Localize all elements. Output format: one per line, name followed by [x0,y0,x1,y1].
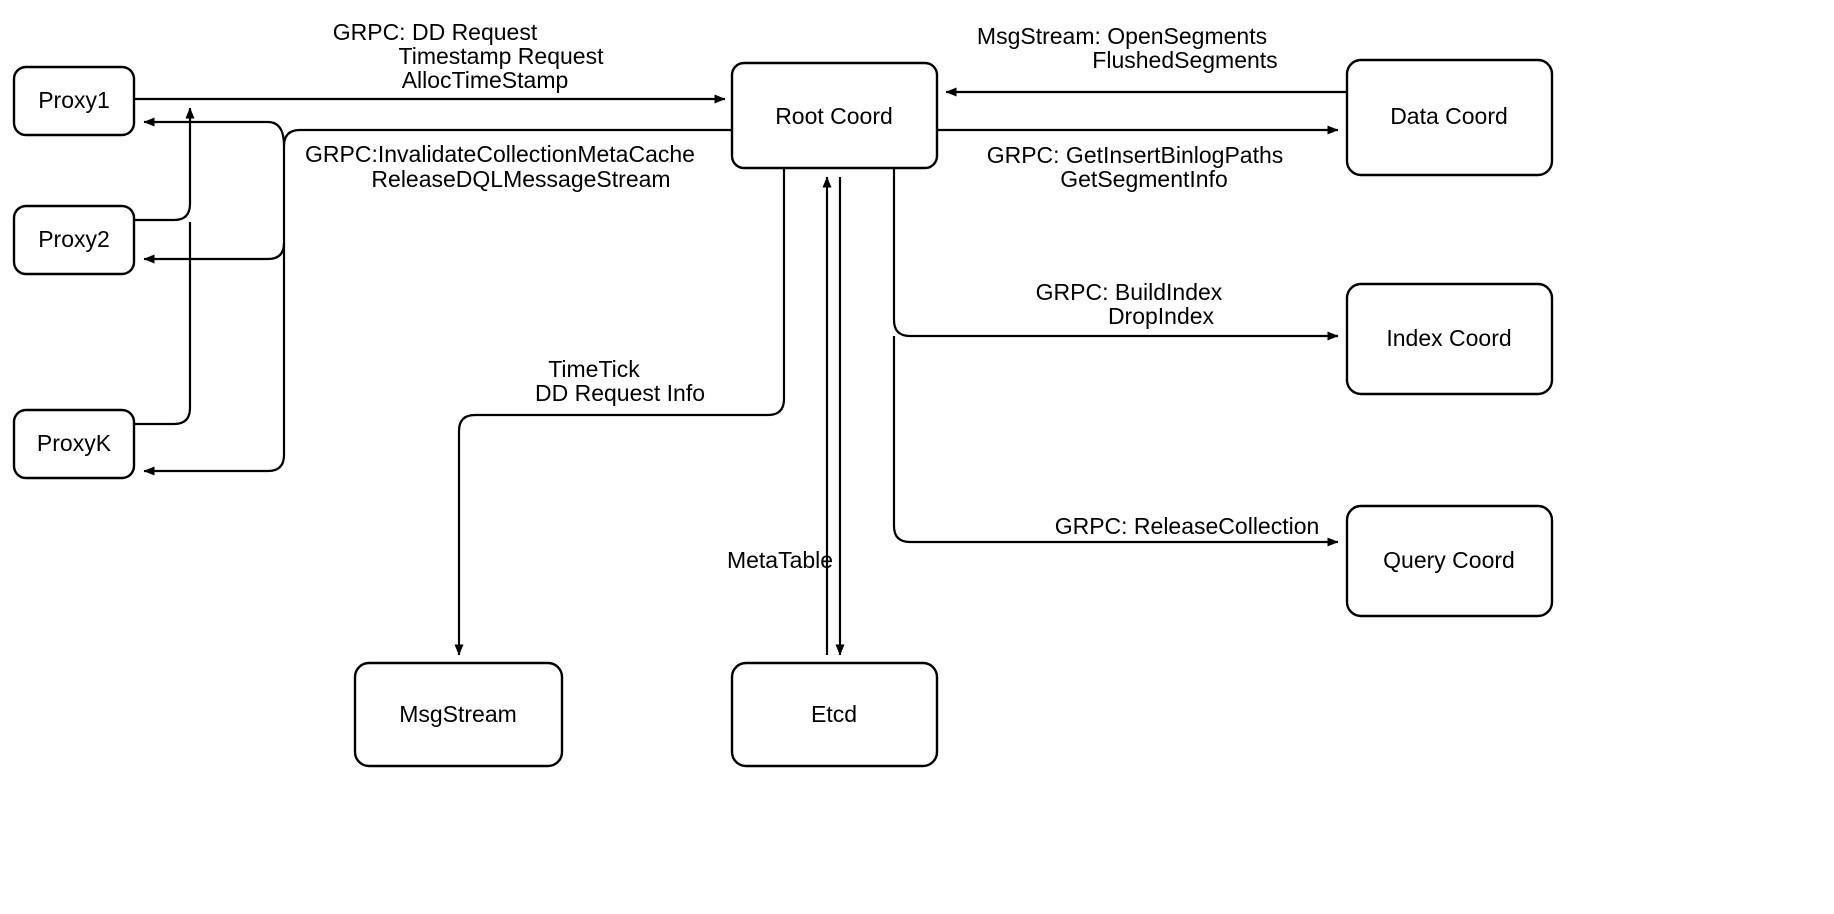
edge-label-rootcoord-etcd: MetaTable [727,547,833,573]
edge-label-line-1: TimeTick [548,356,640,382]
edge-label-rootcoord-to-msgstream: TimeTick DD Request Info [535,356,705,406]
edge-label-line-1: GRPC:InvalidateCollectionMetaCache [305,141,695,167]
edge-line-proxyk-trunk [134,222,192,426]
node-rootcoord-label: Root Coord [775,103,893,129]
edge-line-rootcoord-proxy1 [143,117,286,147]
edge-rootcoord-to-proxies [143,117,732,476]
edge-label-line-2: Timestamp Request [399,43,605,69]
node-querycoord-label: Query Coord [1383,547,1515,573]
node-proxy2-label: Proxy2 [38,226,110,252]
node-msgstream-label: MsgStream [399,701,517,727]
node-proxy2-box[interactable] [12,204,136,276]
edge-line-proxy2-trunk [134,107,195,222]
edge-label-proxies-to-rootcoord: GRPC: DD Request Timestamp Request Alloc… [333,19,604,93]
edge-proxies-to-rootcoord [134,94,726,426]
edge-label-line-2: ReleaseDQLMessageStream [371,166,670,192]
node-proxyk-box[interactable] [12,408,136,480]
node-querycoord-box[interactable] [1345,504,1554,618]
edge-label-rootcoord-to-indexcoord: GRPC: BuildIndex DropIndex [1036,279,1223,329]
node-msgstream[interactable]: MsgStream [353,661,564,768]
edge-label-line-2: DropIndex [1108,303,1215,329]
edge-label-line-2: FlushedSegments [1092,47,1277,73]
edge-line-rootcoord-indexcoord [892,168,1339,341]
edge-line-rootcoord-proxy2 [143,242,286,264]
edge-label-datacoord-to-rootcoord: MsgStream: OpenSegments FlushedSegments [977,23,1278,73]
edge-line-rootcoord-proxyk [143,128,732,476]
edge-label-line-3: AllocTimeStamp [402,67,569,93]
edge-label-line-1: GRPC: BuildIndex [1036,279,1223,305]
node-querycoord[interactable]: Query Coord [1345,504,1554,618]
node-indexcoord-box[interactable] [1345,282,1554,396]
node-proxy2[interactable]: Proxy2 [12,204,136,276]
edge-label-line-1: GRPC: GetInsertBinlogPaths [987,142,1284,168]
node-proxy1[interactable]: Proxy1 [12,65,136,137]
edge-label-rootcoord-to-querycoord: GRPC: ReleaseCollection [1055,513,1320,539]
node-datacoord-label: Data Coord [1390,103,1508,129]
node-msgstream-box[interactable] [353,661,564,768]
edge-label-line-2: DD Request Info [535,380,705,406]
node-datacoord-box[interactable] [1345,58,1554,177]
edge-rootcoord-to-msgstream [454,168,786,656]
node-proxyk-label: ProxyK [37,430,112,456]
node-rootcoord-box[interactable] [730,61,939,170]
edge-label-line-1: GRPC: DD Request [333,19,538,45]
node-proxyk[interactable]: ProxyK [12,408,136,480]
edge-rootcoord-to-querycoord [892,336,1339,547]
edge-label-rootcoord-to-datacoord: GRPC: GetInsertBinlogPaths GetSegmentInf… [987,142,1284,192]
node-indexcoord-label: Index Coord [1386,325,1511,351]
node-datacoord[interactable]: Data Coord [1345,58,1554,177]
node-rootcoord[interactable]: Root Coord [730,61,939,170]
node-etcd-label: Etcd [811,701,857,727]
node-etcd-box[interactable] [730,661,939,768]
edge-label-rootcoord-to-proxies: GRPC:InvalidateCollectionMetaCache Relea… [305,141,695,192]
edge-label-line-1: MetaTable [727,547,833,573]
node-proxy1-label: Proxy1 [38,87,110,113]
edge-line-rootcoord-msgstream [454,168,786,656]
node-proxy1-box[interactable] [12,65,136,137]
node-etcd[interactable]: Etcd [730,661,939,768]
edge-rootcoord-etcd [822,176,845,656]
edge-label-line-2: GetSegmentInfo [1060,166,1228,192]
edge-label-line-1: GRPC: ReleaseCollection [1055,513,1320,539]
edge-rootcoord-to-indexcoord [892,168,1339,341]
edge-label-line-1: MsgStream: OpenSegments [977,23,1267,49]
node-indexcoord[interactable]: Index Coord [1345,282,1554,396]
edge-line-rootcoord-querycoord [892,336,1339,547]
